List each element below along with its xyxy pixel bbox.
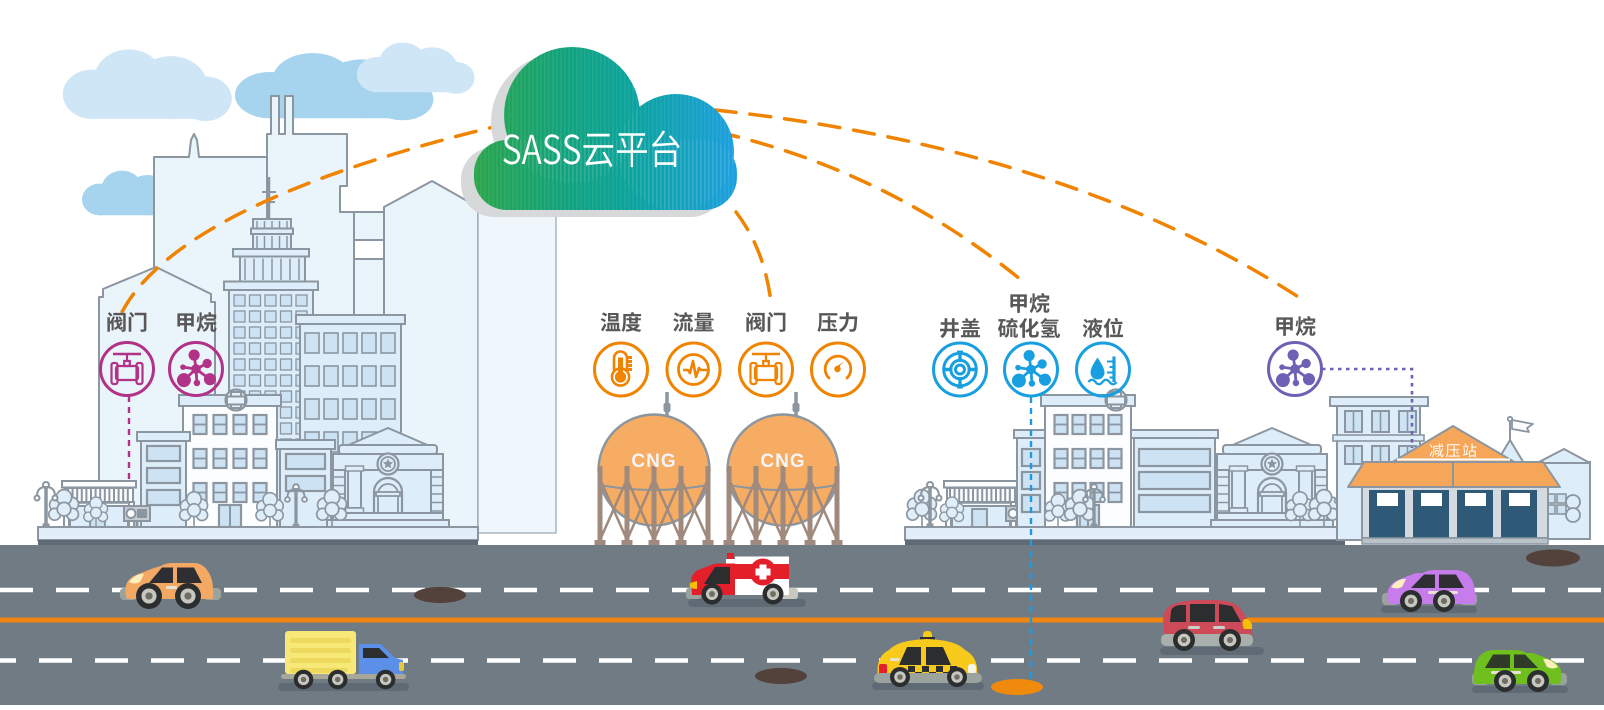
- svg-text:CNG: CNG: [760, 451, 805, 472]
- svg-text:CNG: CNG: [631, 451, 676, 472]
